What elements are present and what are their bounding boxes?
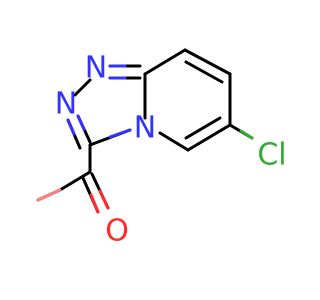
atom-o: O [105, 214, 129, 249]
bond-n2-c3-color-b [76, 114, 86, 131]
atom-n4: N [134, 111, 156, 146]
bond-c-o-color [98, 189, 110, 210]
bond-c6-cl-color [239, 129, 254, 140]
bond-n1-n2 [73, 78, 92, 97]
bond-ccarbonyl-ch3-a [58, 170, 92, 192]
bond-c6-c5-a [186, 123, 232, 152]
bond-c8a-c8 [143, 48, 187, 76]
structure-diagram: N N N Cl O [36, 48, 287, 249]
bond-c6-c5-b [184, 116, 222, 140]
bond-c8-c7-a [183, 48, 232, 76]
atom-n2: N [55, 87, 77, 122]
bond-ch3-color [36, 188, 62, 202]
colored-bond-segments [36, 64, 254, 214]
bond-n2-c3-color [66, 118, 76, 136]
bond-c5-n4 [158, 131, 190, 152]
atom-cl: Cl [257, 138, 286, 173]
bond-c3-n4-color [108, 128, 132, 139]
bond-c8-c7-b [184, 60, 224, 84]
bond-c-o-color-b [89, 193, 100, 214]
atom-n1: N [85, 51, 107, 86]
